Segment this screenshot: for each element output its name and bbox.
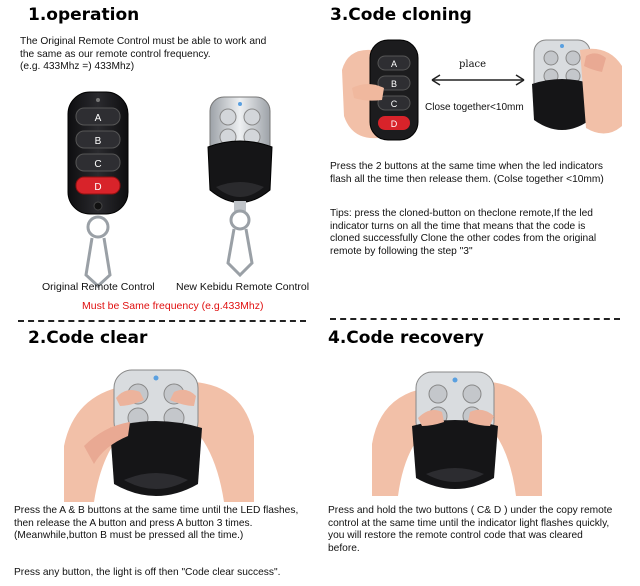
- svg-text:D: D: [391, 119, 398, 129]
- cloning-title: 3.Code cloning: [330, 5, 472, 25]
- button-a-label: A: [95, 113, 102, 124]
- recovery-photo: [372, 360, 542, 496]
- place-arrow: [428, 58, 528, 88]
- cloning-new-hand: [526, 36, 626, 146]
- new-remote-label: New Kebidu Remote Control: [176, 281, 310, 293]
- recovery-title: 4.Code recovery: [328, 328, 484, 348]
- distance-label: Close together<10mm: [425, 102, 524, 113]
- divider-right: [330, 318, 620, 320]
- cloning-original-hand: A B C D: [338, 30, 438, 145]
- button-c-label: C: [94, 159, 101, 170]
- svg-text:C: C: [391, 99, 398, 109]
- cloning-instructions: Press the 2 buttons at the same time whe…: [330, 161, 604, 185]
- clear-title: 2.Code clear: [28, 328, 148, 348]
- cloning-tips: Tips: press the cloned-button on theclon…: [330, 208, 597, 257]
- original-remote-label: Original Remote Control: [42, 281, 155, 293]
- place-label: place: [459, 59, 487, 70]
- svg-text:A: A: [391, 59, 397, 69]
- original-remote: A B C D: [62, 90, 134, 290]
- frequency-note: Must be Same frequency (e.g.433Mhz): [82, 300, 264, 312]
- recovery-instructions: Press and hold the two buttons ( C& D ) …: [328, 505, 613, 554]
- divider-left: [18, 320, 306, 322]
- svg-text:B: B: [391, 79, 397, 89]
- clear-success-note: Press any button, the light is off then …: [14, 567, 281, 578]
- operation-title: 1.operation: [28, 5, 140, 25]
- clear-photo: [64, 356, 254, 502]
- operation-description: The Original Remote Control must be able…: [20, 36, 267, 72]
- new-kebidu-remote: [200, 95, 280, 285]
- button-d-label: D: [94, 182, 101, 193]
- clear-instructions: Press the A & B buttons at the same time…: [14, 505, 299, 541]
- button-b-label: B: [95, 136, 102, 147]
